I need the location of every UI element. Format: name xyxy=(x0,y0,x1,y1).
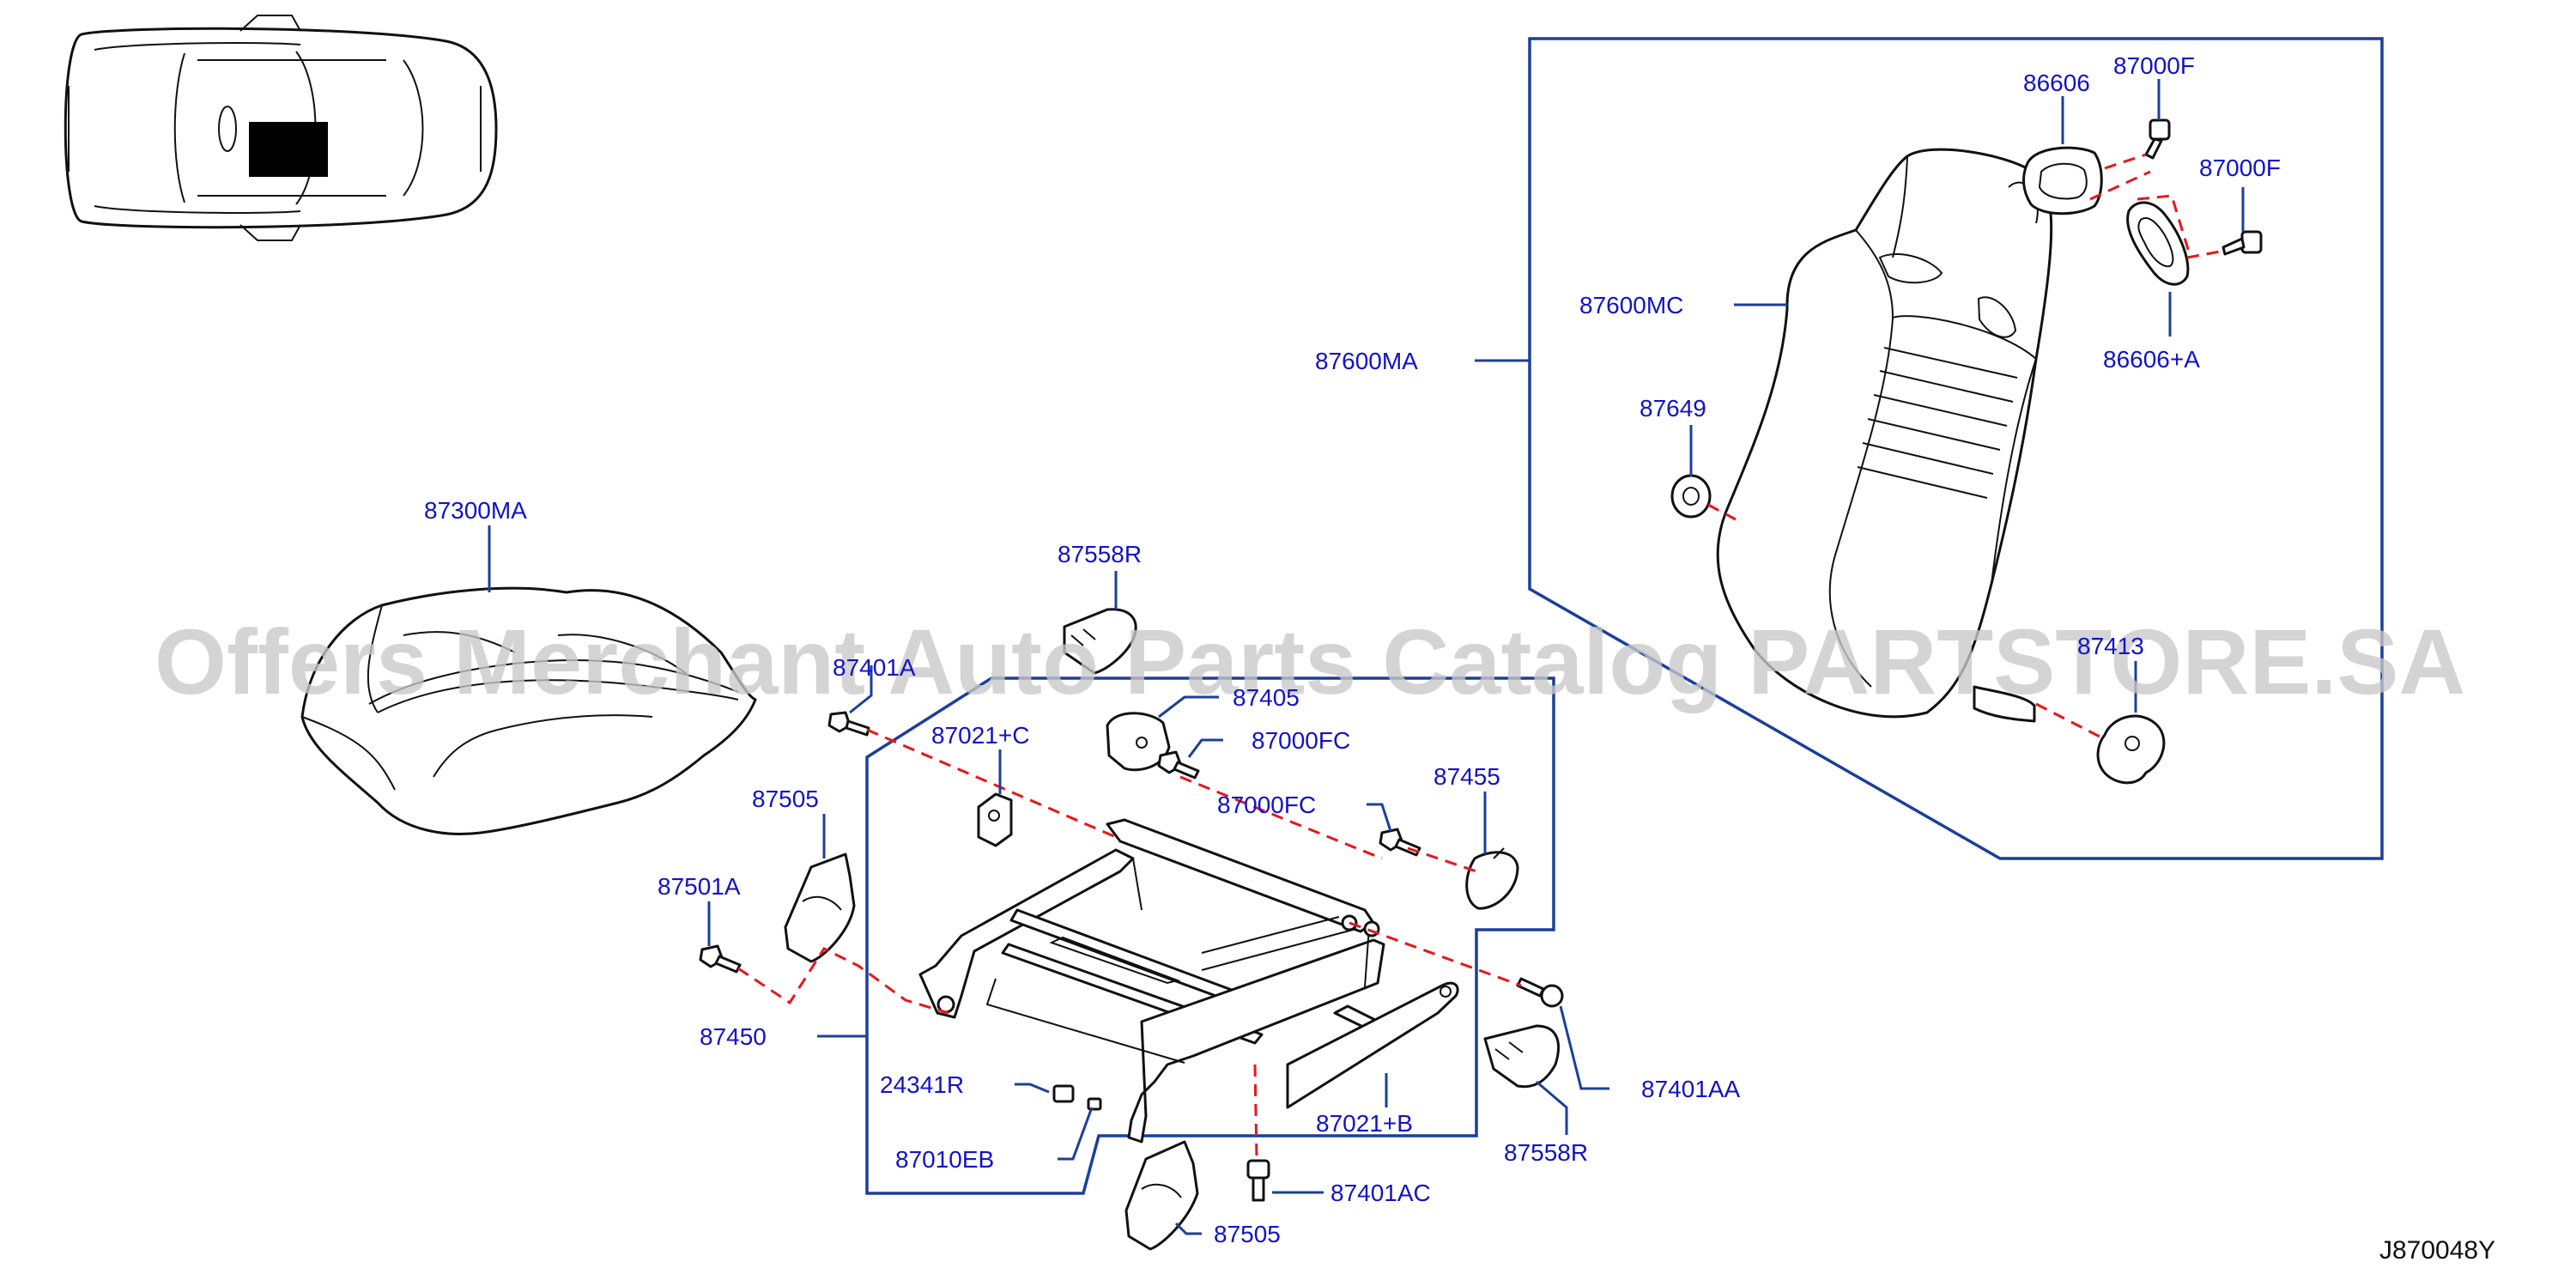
bolt-87401A[interactable] xyxy=(827,711,870,737)
diagram-code: J870048Y xyxy=(2379,1236,2495,1265)
cover-87405[interactable] xyxy=(1106,712,1171,772)
label-87450[interactable]: 87450 xyxy=(700,1023,767,1050)
cover-87558R-bottom[interactable] xyxy=(1483,1024,1560,1089)
headrest-guide-86606[interactable] xyxy=(2022,146,2103,215)
cover-87455[interactable] xyxy=(1465,847,1519,910)
alignment-lines xyxy=(737,153,2226,1160)
label-87000F-lower[interactable]: 87000F xyxy=(2199,155,2281,181)
label-87021B[interactable]: 87021+B xyxy=(1316,1110,1413,1137)
seat-frame[interactable] xyxy=(918,818,1385,1144)
label-87000FC-upper[interactable]: 87000FC xyxy=(1252,727,1350,754)
label-86606[interactable]: 86606 xyxy=(2023,70,2090,96)
bolt-87000FC-upper[interactable] xyxy=(1157,750,1200,780)
label-87505-top[interactable]: 87505 xyxy=(752,786,819,812)
label-87401A[interactable]: 87401A xyxy=(833,654,916,681)
bolt-87501A[interactable] xyxy=(699,944,742,974)
bolt-87401AA[interactable] xyxy=(1516,977,1564,1008)
screw-87000F-upper[interactable] xyxy=(2144,118,2171,160)
label-87505-bottom[interactable]: 87505 xyxy=(1214,1221,1281,1247)
part-labels: 87300MA 87600MA 87600MC 86606 87000F 870… xyxy=(424,52,2281,1247)
seat-cushion[interactable] xyxy=(300,586,757,835)
label-87405[interactable]: 87405 xyxy=(1233,684,1300,711)
label-87600MA[interactable]: 87600MA xyxy=(1315,348,1418,374)
grommet-87649[interactable] xyxy=(1670,474,1712,519)
watermark: Offers Merchant Auto Parts Catalog PARTS… xyxy=(155,610,2465,713)
label-87021C[interactable]: 87021+C xyxy=(931,722,1029,749)
label-87000FC-lower[interactable]: 87000FC xyxy=(1217,792,1316,818)
label-87649[interactable]: 87649 xyxy=(1640,395,1706,422)
label-87401AC[interactable]: 87401AC xyxy=(1330,1180,1431,1206)
label-24341R[interactable]: 24341R xyxy=(880,1071,964,1098)
cover-87558R-top[interactable] xyxy=(1063,608,1137,675)
seat-back-cushion[interactable] xyxy=(1716,148,2053,723)
recliner-knob-87413[interactable] xyxy=(2096,714,2166,785)
vehicle-locator xyxy=(64,15,498,241)
headrest-guide-86606A[interactable] xyxy=(2126,201,2190,286)
bolt-87000FC-lower[interactable] xyxy=(1379,828,1421,857)
label-87455[interactable]: 87455 xyxy=(1433,763,1500,790)
seat-location-marker xyxy=(249,122,328,177)
label-87413[interactable]: 87413 xyxy=(2077,633,2144,659)
leader-lines xyxy=(488,79,2245,1235)
screw-87000F-lower[interactable] xyxy=(2221,230,2263,256)
bracket-87505-bottom[interactable] xyxy=(1124,1140,1199,1251)
label-87300MA[interactable]: 87300MA xyxy=(424,497,527,524)
label-87000F-upper[interactable]: 87000F xyxy=(2113,52,2195,79)
label-87401AA[interactable]: 87401AA xyxy=(1641,1076,1741,1102)
label-87558R-top[interactable]: 87558R xyxy=(1058,541,1142,567)
clip-87010EB[interactable] xyxy=(1087,1097,1102,1111)
bracket-87505-top[interactable] xyxy=(784,852,856,963)
seat-back-group-outline xyxy=(1528,37,2384,860)
label-87010EB[interactable]: 87010EB xyxy=(895,1146,994,1173)
side-trim-87021B[interactable] xyxy=(1286,981,1459,1109)
label-87558R-bottom[interactable]: 87558R xyxy=(1504,1139,1588,1166)
clip-24341R[interactable] xyxy=(1052,1084,1075,1103)
bolt-87401AC[interactable] xyxy=(1246,1159,1270,1202)
seat-frame-group-outline xyxy=(865,676,1555,1195)
label-86606A[interactable]: 86606+A xyxy=(2103,346,2200,373)
label-87501A[interactable]: 87501A xyxy=(658,873,741,900)
bracket-87021C[interactable] xyxy=(977,792,1013,847)
label-87600MC[interactable]: 87600MC xyxy=(1579,292,1683,318)
